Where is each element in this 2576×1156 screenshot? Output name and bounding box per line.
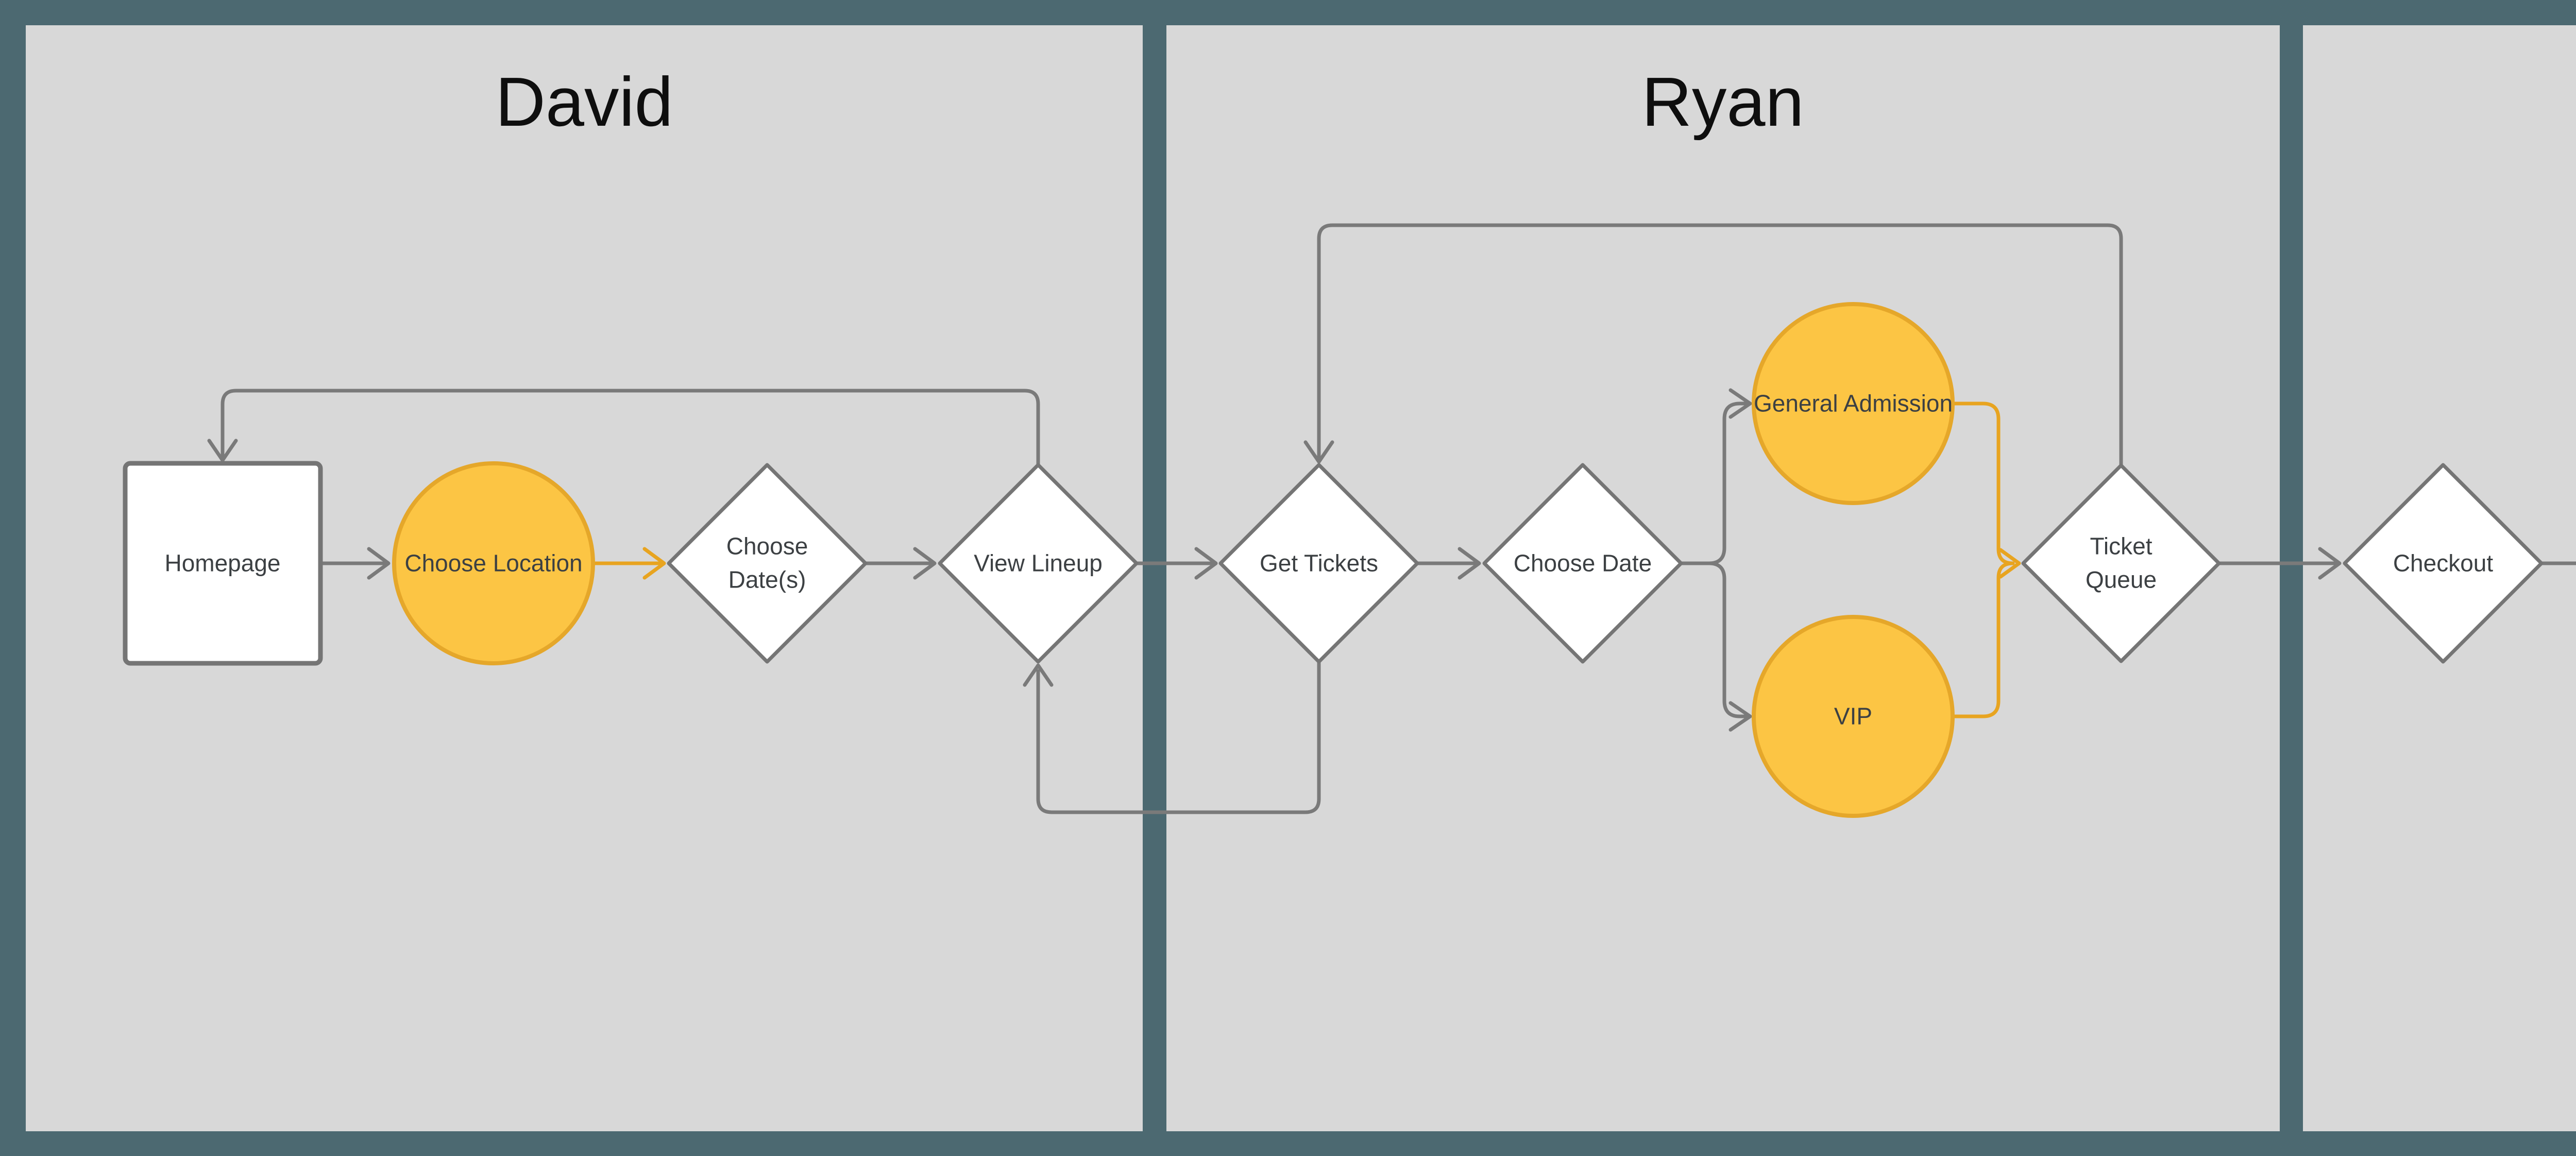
edge-ticket-queue-to-get-tickets-loop[interactable]	[1303, 223, 2123, 467]
edge-ticket-queue-to-checkout[interactable]	[2217, 547, 2342, 580]
edge-view-lineup-to-homepage-loop[interactable]	[207, 389, 1040, 467]
node-choose-dates[interactable]	[667, 463, 868, 664]
arrowhead-right-icon	[1728, 388, 1752, 419]
node-choose-location[interactable]	[392, 461, 595, 665]
node-general-admission[interactable]	[1752, 302, 1955, 505]
arrowhead-right-icon	[1458, 547, 1481, 580]
edge-choose-location-to-choose-dates[interactable]	[591, 547, 666, 580]
arrowhead-right-icon	[367, 547, 391, 580]
edge-choose-dates-to-view-lineup[interactable]	[863, 547, 937, 580]
arrowhead-right-icon	[1998, 548, 2021, 579]
edge-general-admission-to-ticket-queue[interactable]	[1951, 401, 2015, 565]
arrowhead-right-icon	[1194, 547, 1218, 580]
node-homepage[interactable]	[123, 461, 323, 666]
arrowhead-right-icon	[1728, 701, 1752, 732]
section-title-ryan: Ryan	[1641, 63, 1804, 141]
edge-view-lineup-to-get-tickets[interactable]	[1134, 547, 1218, 580]
arrowhead-up-icon	[1023, 663, 1054, 687]
arrowhead-right-icon	[642, 547, 666, 580]
edge-vip-to-ticket-queue[interactable]	[1951, 548, 2021, 718]
node-ticket-queue[interactable]	[2021, 463, 2221, 663]
edge-choose-date-to-vip[interactable]	[1679, 561, 1752, 732]
arrowhead-down-icon	[1303, 440, 1334, 464]
arrowhead-right-icon	[913, 547, 937, 580]
section-title-havisha-david: Havisha/David	[2447, 62, 2576, 142]
node-get-tickets[interactable]	[1218, 463, 1419, 664]
arrowhead-right-icon	[2318, 547, 2342, 580]
node-vip[interactable]	[1752, 615, 1955, 818]
edge-homepage-to-choose-location[interactable]	[318, 547, 391, 580]
edge-get-tickets-to-view-lineup-loop[interactable]	[1023, 660, 1321, 814]
section-title-david: David	[495, 63, 673, 141]
edge-checkout-to-payments[interactable]	[2539, 549, 2576, 578]
node-choose-date[interactable]	[1482, 463, 1683, 664]
edge-get-tickets-to-choose-date[interactable]	[1415, 547, 1481, 580]
arrowhead-down-icon	[207, 439, 238, 462]
node-view-lineup[interactable]	[938, 463, 1139, 664]
node-checkout[interactable]	[2343, 463, 2544, 664]
